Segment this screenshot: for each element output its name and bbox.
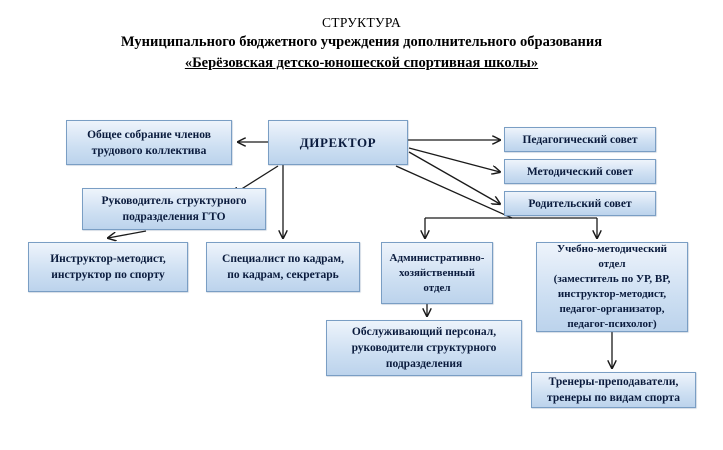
node-instructor-methodist[interactable]: Инструктор-методист, инструктор по спорт… bbox=[28, 242, 188, 292]
node-service-personnel[interactable]: Обслуживающий персонал, руководители стр… bbox=[326, 320, 522, 376]
node-gto-head-label: Руководитель структурного подразделения … bbox=[101, 195, 247, 223]
node-director[interactable]: ДИРЕКТОР bbox=[268, 120, 408, 165]
node-administrative-department[interactable]: Административно- хозяйственный отдел bbox=[381, 242, 493, 304]
link-director-bus bbox=[395, 165, 513, 219]
diagram-title: СТРУКТУРА Муниципального бюджетного учре… bbox=[0, 14, 723, 74]
title-line-3: «Берёзовская детско-юношеской спортивная… bbox=[184, 55, 539, 71]
node-educational-methodical-department[interactable]: Учебно-методический отдел (заместитель п… bbox=[536, 242, 688, 332]
node-general-assembly[interactable]: Общее собрание членов трудового коллекти… bbox=[66, 120, 232, 165]
node-gto-head[interactable]: Руководитель структурного подразделения … bbox=[82, 188, 266, 230]
link-gto-instructor-seg bbox=[108, 231, 146, 238]
node-service-personnel-label: Обслуживающий персонал, руководители стр… bbox=[351, 326, 497, 370]
node-instructor-methodist-label: Инструктор-методист, инструктор по спорт… bbox=[50, 253, 166, 281]
node-educational-methodical-department-label: Учебно-методический отдел (заместитель п… bbox=[553, 243, 671, 330]
title-line-2: Муниципального бюджетного учреждения доп… bbox=[120, 34, 603, 50]
node-methodical-council[interactable]: Методический совет bbox=[504, 159, 656, 184]
node-trainers-label: Тренеры-преподаватели, тренеры по видам … bbox=[547, 376, 680, 404]
node-hr-specialist-label: Специалист по кадрам, по кадрам, секрета… bbox=[222, 253, 344, 281]
node-trainers[interactable]: Тренеры-преподаватели, тренеры по видам … bbox=[531, 372, 696, 408]
node-hr-specialist[interactable]: Специалист по кадрам, по кадрам, секрета… bbox=[206, 242, 360, 292]
link-director-parsovet bbox=[408, 151, 500, 204]
title-line-1: СТРУКТУРА bbox=[321, 15, 402, 30]
link-gto-instructor bbox=[108, 230, 147, 238]
node-general-assembly-label: Общее собрание членов трудового коллекти… bbox=[87, 128, 211, 157]
node-pedagogical-council[interactable]: Педагогический совет bbox=[504, 127, 656, 152]
node-parent-council-label: Родительский совет bbox=[528, 197, 632, 210]
node-parent-council[interactable]: Родительский совет bbox=[504, 191, 656, 216]
node-director-label: ДИРЕКТОР bbox=[299, 134, 377, 150]
node-methodical-council-label: Методический совет bbox=[526, 165, 634, 178]
link-director-metsovet bbox=[408, 147, 500, 172]
node-administrative-department-label: Административно- хозяйственный отдел bbox=[389, 251, 485, 294]
node-pedagogical-council-label: Педагогический совет bbox=[522, 133, 638, 146]
